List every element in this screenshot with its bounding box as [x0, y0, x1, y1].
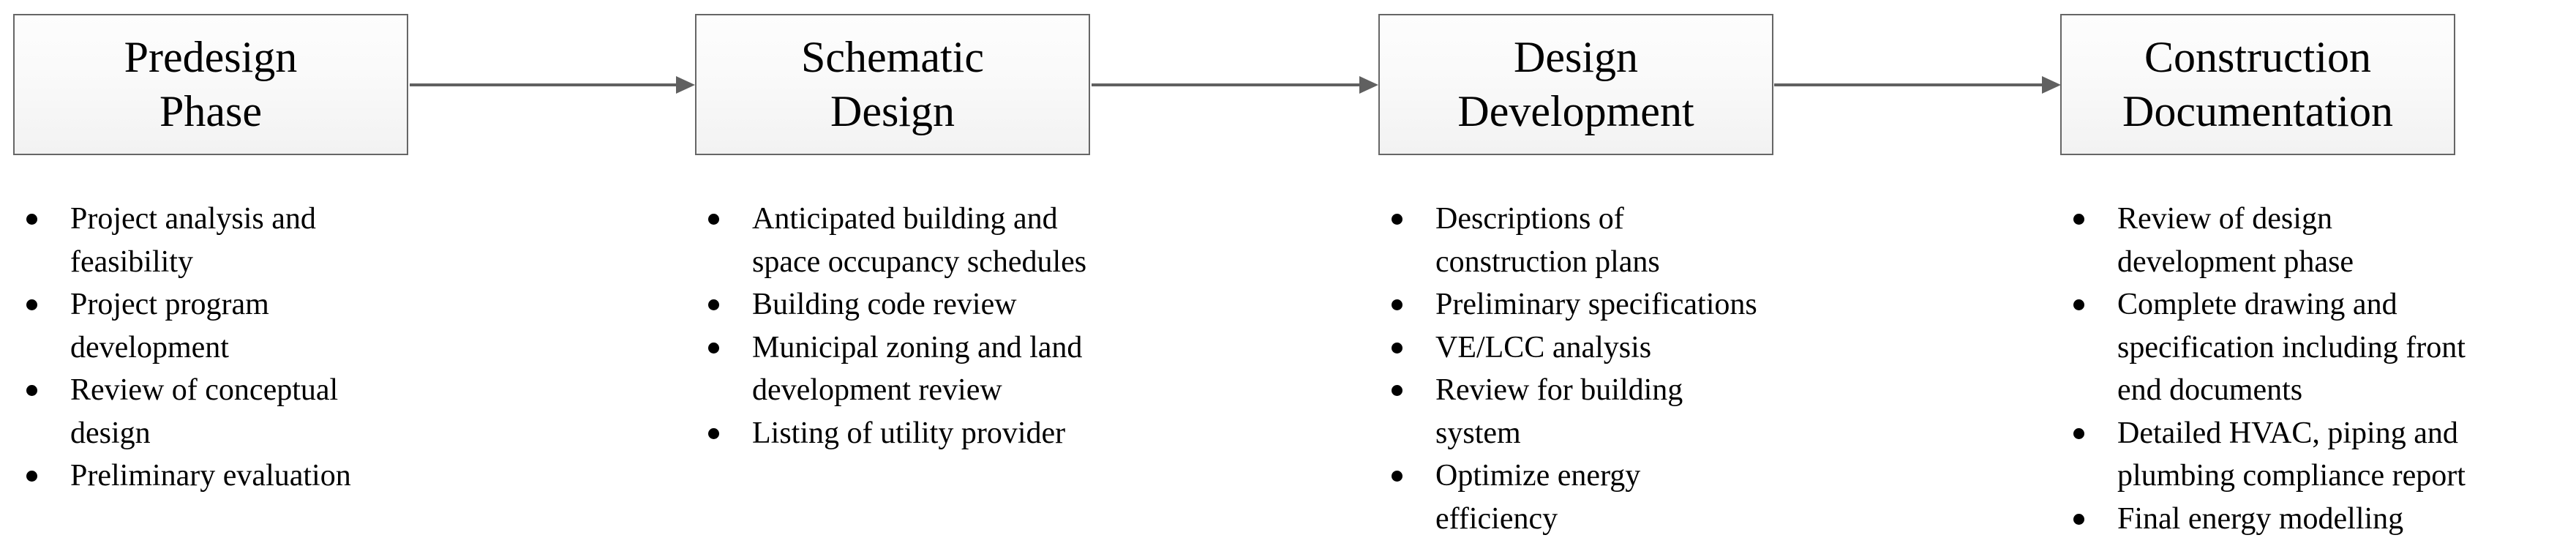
list-item-text: construction plans: [1435, 244, 1660, 279]
list-item-text: efficiency: [1435, 501, 1558, 536]
bullet-list-construction-documentation: Review of design development phase Compl…: [2065, 198, 2466, 540]
bullet-list-design-development: Descriptions of construction plans Preli…: [1383, 198, 1757, 540]
list-item-text: Anticipated building and: [752, 202, 1058, 236]
bullet-list-schematic-design: Anticipated building and space occupancy…: [700, 198, 1086, 455]
list-item-text: Optimize energy: [1435, 459, 1641, 493]
list-item-text: Building code review: [752, 288, 1017, 321]
bullet-icon: [26, 214, 37, 225]
bullet-icon: [708, 342, 719, 354]
phase-title-line: Development: [1457, 86, 1694, 135]
list-item: Review for building system: [1383, 369, 1757, 455]
list-item: Project analysis and feasibility: [18, 198, 351, 283]
list-item: Optimize energy efficiency: [1383, 455, 1757, 540]
list-item: VE/LCC analysis: [1383, 326, 1757, 370]
phase-title-line: Design: [1514, 32, 1638, 81]
bullet-icon: [26, 299, 37, 310]
list-item: Preliminary specifications: [1383, 283, 1757, 326]
phase-title-line: Construction: [2144, 32, 2371, 81]
phase-title-line: Documentation: [2122, 86, 2393, 135]
bullet-icon: [2073, 427, 2084, 439]
list-item: Anticipated building and space occupancy…: [700, 198, 1086, 283]
bullet-icon: [2073, 513, 2084, 525]
list-item: Review of conceptual design: [18, 369, 351, 455]
list-item-text: system: [1435, 416, 1521, 450]
phase-title-design-development: Design Development: [1457, 30, 1694, 138]
bullet-list-predesign: Project analysis and feasibility Project…: [18, 198, 351, 498]
list-item-text: plumbing compliance report: [2117, 459, 2466, 493]
list-item: Final energy modelling: [2065, 498, 2466, 541]
list-item-text: Project analysis and: [70, 202, 316, 236]
phase-title-schematic-design: Schematic Design: [801, 30, 984, 138]
list-item-text: Review of conceptual: [70, 373, 339, 407]
list-item-text: development review: [752, 373, 1002, 407]
list-item-text: development phase: [2117, 244, 2354, 279]
list-item: Project program development: [18, 283, 351, 369]
list-item-text: Final energy modelling: [2117, 501, 2404, 536]
list-item-text: Complete drawing and: [2117, 288, 2397, 321]
list-item: Municipal zoning and land development re…: [700, 326, 1086, 412]
list-item: Listing of utility provider: [700, 412, 1086, 455]
phase-title-line: Predesign: [124, 32, 298, 81]
list-item: Preliminary evaluation: [18, 455, 351, 498]
list-item: Detailed HVAC, piping and plumbing compl…: [2065, 412, 2466, 498]
list-item-text: specification including front: [2117, 330, 2466, 364]
arrow-right-icon: [1359, 76, 1378, 94]
phase-title-predesign: Predesign Phase: [124, 30, 298, 138]
arrow-right-icon: [676, 76, 695, 94]
phase-box-construction-documentation: Construction Documentation: [2060, 14, 2455, 155]
bullet-icon: [1392, 299, 1402, 310]
bullet-icon: [1392, 385, 1402, 396]
connector-line-1: [410, 83, 679, 86]
bullet-icon: [26, 385, 37, 396]
list-item-text: Project program: [70, 288, 269, 321]
bullet-icon: [1392, 471, 1402, 482]
bullet-icon: [26, 471, 37, 482]
phase-box-predesign: Predesign Phase: [13, 14, 408, 155]
phase-title-line: Phase: [159, 86, 262, 135]
bullet-icon: [1392, 214, 1402, 225]
list-item-text: Preliminary evaluation: [70, 459, 351, 493]
list-item-text: Preliminary specifications: [1435, 288, 1757, 321]
list-item-text: VE/LCC analysis: [1435, 330, 1652, 364]
list-item-text: design: [70, 416, 151, 450]
list-item-text: Descriptions of: [1435, 202, 1624, 236]
bullet-icon: [708, 214, 719, 225]
list-item-text: Municipal zoning and land: [752, 330, 1083, 364]
phase-title-line: Design: [830, 86, 955, 135]
list-item-text: end documents: [2117, 373, 2303, 407]
list-item-text: feasibility: [70, 244, 193, 279]
list-item-text: space occupancy schedules: [752, 244, 1087, 279]
list-item-text: Review of design: [2117, 202, 2332, 236]
phase-box-schematic-design: Schematic Design: [695, 14, 1090, 155]
phase-title-line: Schematic: [801, 32, 984, 81]
arrow-right-icon: [2042, 76, 2061, 94]
phase-box-design-development: Design Development: [1378, 14, 1773, 155]
bullet-icon: [2073, 299, 2084, 310]
bullet-icon: [708, 427, 719, 439]
connector-line-2: [1092, 83, 1362, 86]
bullet-icon: [1392, 342, 1402, 354]
connector-line-3: [1774, 83, 2045, 86]
bullet-icon: [708, 299, 719, 310]
list-item: Review of design development phase: [2065, 198, 2466, 283]
list-item: Building code review: [700, 283, 1086, 326]
list-item: Descriptions of construction plans: [1383, 198, 1757, 283]
bullet-icon: [2073, 214, 2084, 225]
list-item: Complete drawing and specification inclu…: [2065, 283, 2466, 412]
list-item-text: Detailed HVAC, piping and: [2117, 416, 2458, 450]
list-item-text: Listing of utility provider: [752, 416, 1066, 450]
list-item-text: Review for building: [1435, 373, 1683, 407]
list-item-text: development: [70, 330, 229, 364]
phase-title-construction-documentation: Construction Documentation: [2122, 30, 2393, 138]
